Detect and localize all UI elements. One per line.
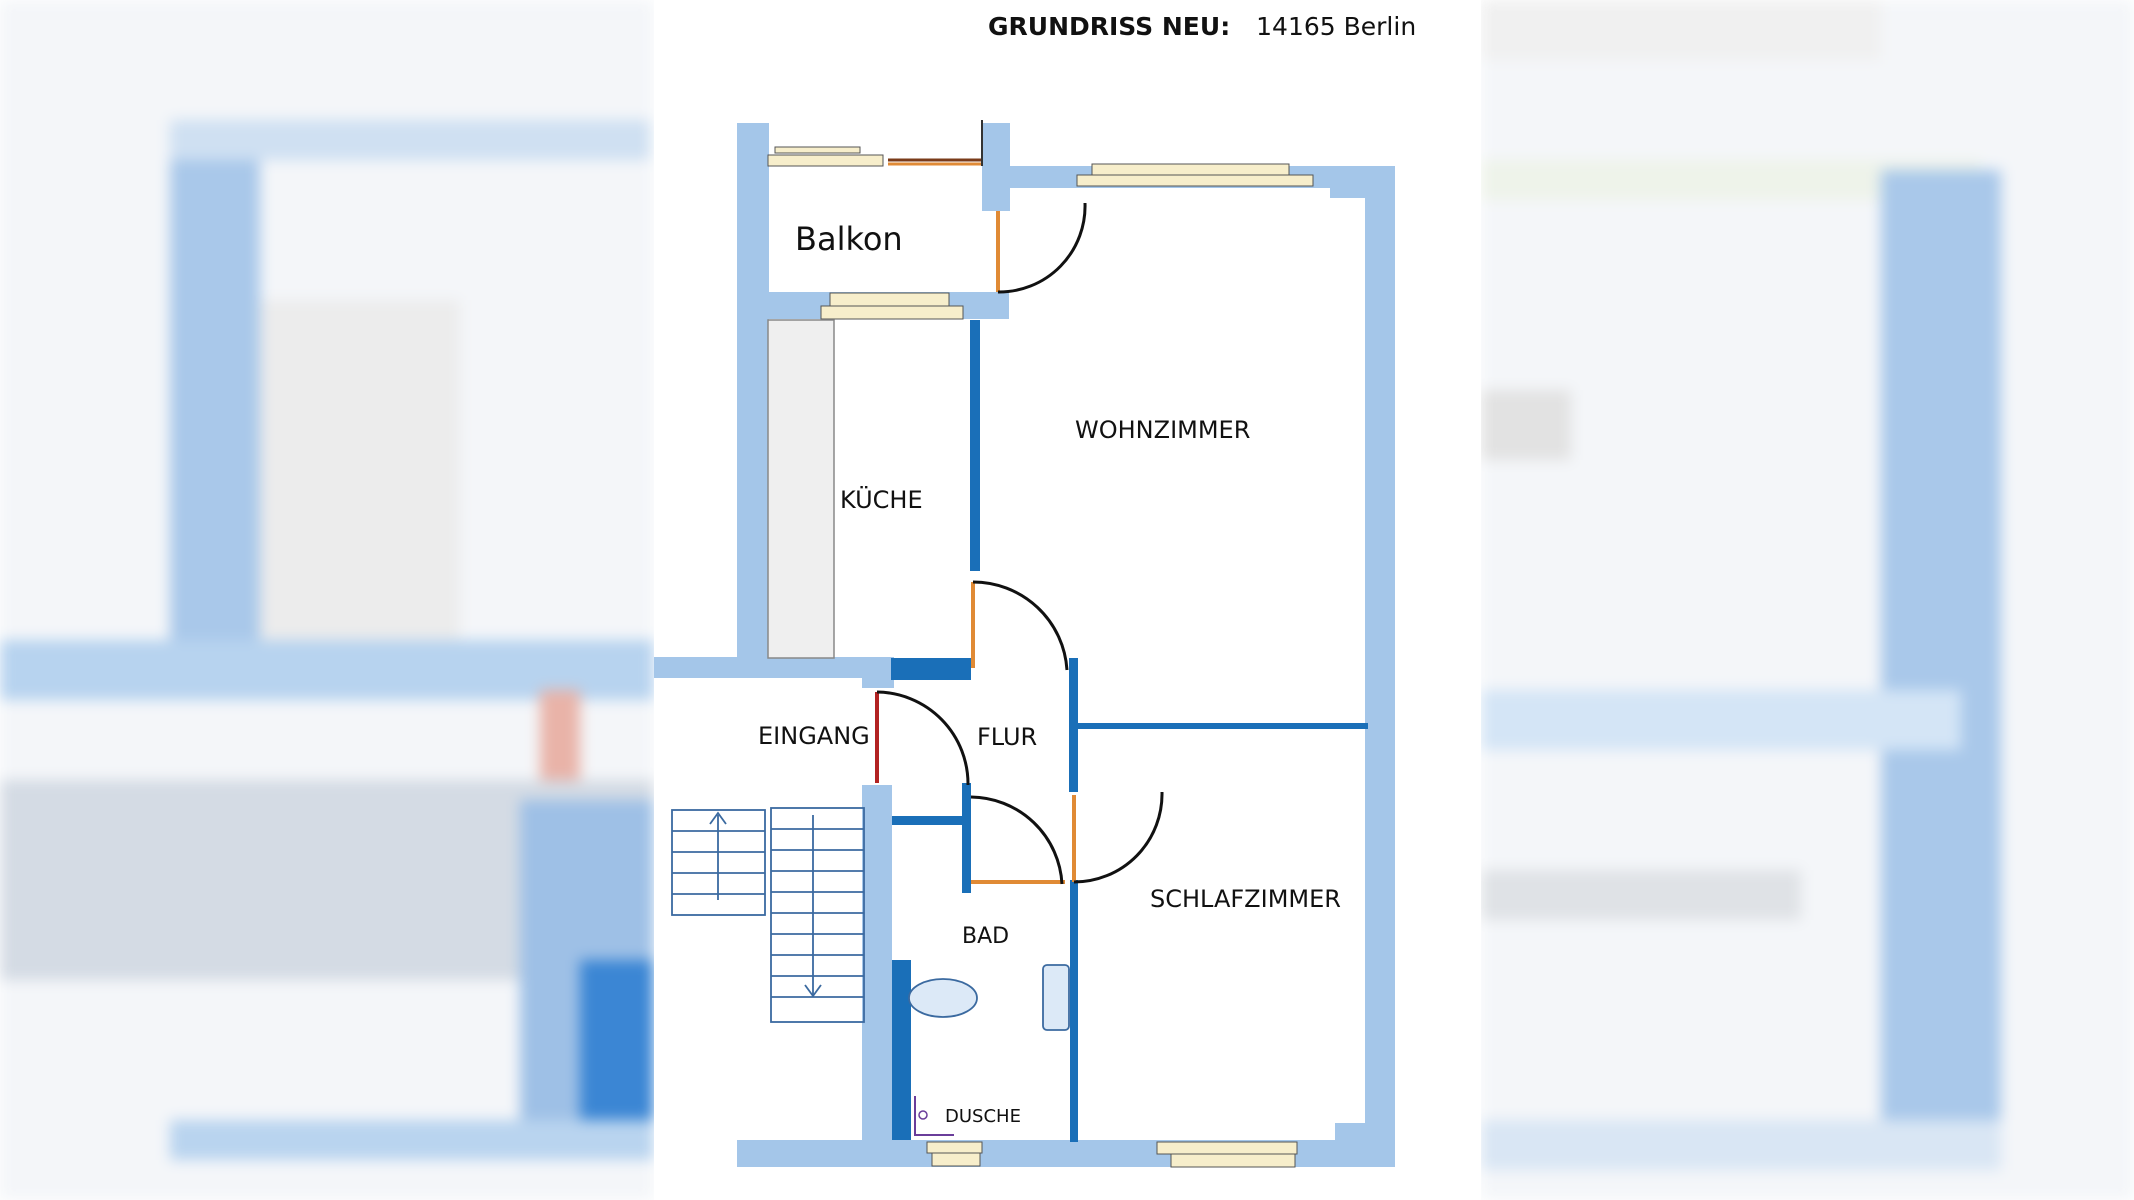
window-bath: [926, 1141, 983, 1154]
blurred-background-left: [0, 0, 654, 1200]
door-bath-swing: [970, 795, 1064, 885]
outer-walls: [654, 123, 1395, 1167]
header-location: 14165 Berlin: [1256, 12, 1417, 41]
bath-sink: [908, 978, 978, 1018]
wall-left-upper: [737, 123, 769, 678]
header-label: GRUNDRISS NEU:: [988, 12, 1231, 41]
room-label-eingang: EINGANG: [758, 722, 870, 750]
blurred-wall: [170, 120, 650, 160]
window-living-top-sill: [1076, 174, 1314, 187]
wall-kitchen-bottom-step: [862, 676, 894, 688]
wall-right: [1365, 166, 1395, 1166]
wall-bath-bedroom: [1070, 880, 1078, 1142]
shower-corner-icon: [914, 1096, 954, 1136]
window-bedroom-sill: [1170, 1153, 1296, 1168]
window-balcony-top: [774, 146, 861, 154]
room-label-schlafzimmer: SCHLAFZIMMER: [1150, 885, 1341, 913]
wall-right-inner-top: [1330, 188, 1365, 198]
wall-kitchen-living: [970, 320, 980, 571]
blurred-background-right: [1481, 0, 2134, 1200]
window-bedroom: [1156, 1141, 1298, 1155]
wall-living-bedroom: [1078, 723, 1368, 729]
blurred-wall: [1881, 170, 2001, 1130]
wall-shower: [892, 960, 911, 1140]
blurred-wall: [1481, 390, 1571, 460]
blurred-wall: [1481, 1120, 2001, 1170]
window-balcony-top-sill: [767, 154, 884, 167]
door-bedroom-swing: [1073, 791, 1164, 884]
blurred-wall: [170, 120, 260, 680]
blurred-wall: [540, 690, 580, 780]
door-entrance-swing: [876, 690, 970, 786]
blurred-wall: [170, 1120, 654, 1160]
room-label-bad: BAD: [962, 924, 1010, 949]
room-label-wohnzimmer: WOHNZIMMER: [1075, 416, 1251, 444]
door-kitchen-swing: [972, 580, 1069, 671]
room-label-kueche: KÜCHE: [840, 486, 923, 514]
wall-balcony-right: [982, 123, 1010, 211]
stair-flight-up: [671, 809, 766, 916]
staircase: [671, 807, 865, 1023]
window-living-top: [1091, 163, 1290, 176]
windows: [767, 146, 1314, 1168]
wall-bath-left: [862, 785, 892, 1145]
doors: [875, 202, 1164, 885]
wall-flur-bath-upper: [892, 816, 964, 825]
window-kitchen: [829, 292, 950, 307]
blurred-wall: [1481, 0, 1881, 60]
shower-head-icon: [918, 1110, 928, 1120]
room-label-dusche: DUSCHE: [945, 1106, 1021, 1127]
plan-header: GRUNDRISS NEU: 14165 Berlin: [988, 12, 1416, 46]
stair-flight-down: [770, 807, 865, 1023]
blurred-wall: [260, 300, 460, 640]
window-kitchen-sill: [820, 305, 964, 320]
door-balcony-swing: [997, 202, 1087, 294]
wall-flur-living: [1069, 658, 1078, 792]
blurred-wall: [1481, 870, 1801, 920]
kitchen-counter: [767, 319, 835, 659]
room-label-balkon: Balkon: [795, 220, 903, 258]
wall-right-inner-bottom: [1335, 1123, 1365, 1141]
window-bath-sill: [931, 1152, 981, 1167]
bath-toilet: [1042, 964, 1070, 1031]
blurred-wall: [1481, 690, 1961, 750]
inner-walls: [891, 320, 1368, 1142]
wall-kitchen-flur: [891, 658, 971, 680]
wall-kitchen-bottom: [654, 657, 894, 678]
room-label-flur: FLUR: [977, 723, 1038, 751]
wall-flur-bath-door: [962, 783, 971, 893]
